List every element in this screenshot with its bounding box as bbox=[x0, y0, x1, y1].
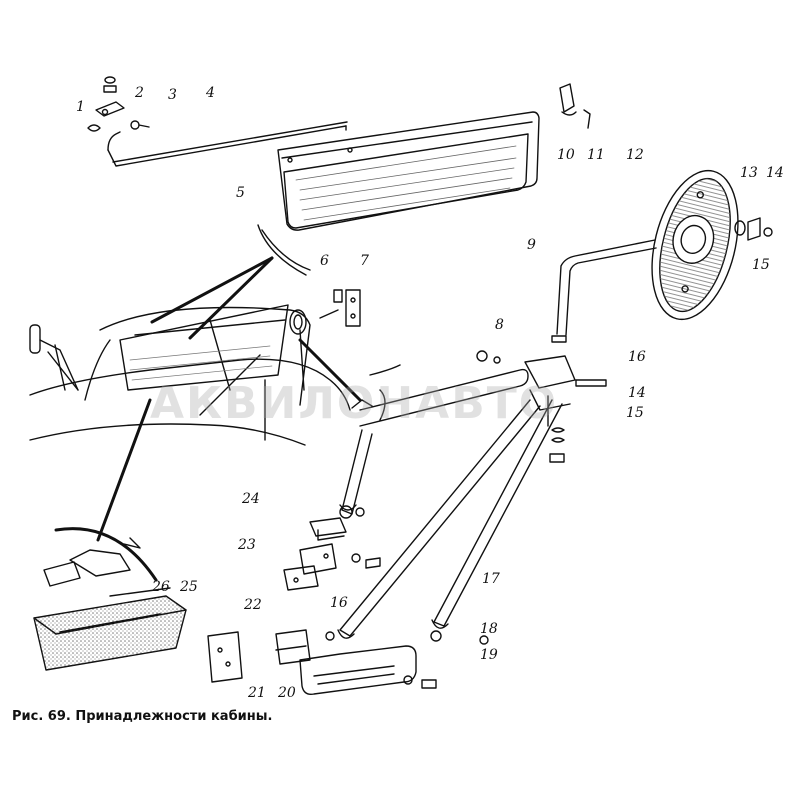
part-label-12: 12 bbox=[626, 147, 644, 163]
part-label-21: 21 bbox=[248, 685, 266, 701]
part-label-18: 18 bbox=[480, 621, 498, 637]
part-label-4: 4 bbox=[206, 85, 215, 101]
part-label-10: 10 bbox=[557, 147, 575, 163]
part-label-14-top: 14 bbox=[766, 165, 784, 181]
part-label-5: 5 bbox=[236, 185, 245, 201]
part-label-25: 25 bbox=[180, 579, 198, 595]
mirror-assembly bbox=[551, 169, 773, 343]
part-label-16-top: 16 bbox=[628, 349, 646, 365]
watermark: АКВИЛОНАВТО bbox=[150, 378, 559, 429]
part-label-6: 6 bbox=[320, 253, 329, 269]
part-label-11: 11 bbox=[587, 147, 605, 163]
part-label-9: 9 bbox=[527, 237, 536, 253]
part-label-15-top: 15 bbox=[752, 257, 770, 273]
part-label-20: 20 bbox=[278, 685, 296, 701]
part-label-23: 23 bbox=[238, 537, 256, 553]
part-label-24: 24 bbox=[242, 491, 260, 507]
bracket-set bbox=[207, 505, 437, 696]
part-label-16-bottom: 16 bbox=[330, 595, 348, 611]
tray-assembly bbox=[33, 527, 187, 671]
bracket-6-7 bbox=[319, 289, 361, 327]
part-label-7: 7 bbox=[360, 253, 369, 269]
part-label-22: 22 bbox=[244, 597, 262, 613]
part-label-8: 8 bbox=[495, 317, 504, 333]
cab-outline bbox=[29, 224, 401, 549]
figure-caption: Рис. 69. Принадлежности кабины. bbox=[12, 709, 273, 724]
sun-visor-assembly bbox=[87, 76, 591, 231]
part-label-2: 2 bbox=[135, 85, 144, 101]
support-rods bbox=[325, 350, 607, 645]
part-label-13: 13 bbox=[740, 165, 758, 181]
part-label-26: 26 bbox=[152, 579, 170, 595]
part-label-17: 17 bbox=[482, 571, 500, 587]
part-label-15-bottom: 15 bbox=[626, 405, 644, 421]
part-label-1: 1 bbox=[76, 99, 85, 115]
part-label-19: 19 bbox=[480, 647, 498, 663]
part-label-14-bottom: 14 bbox=[628, 385, 646, 401]
part-label-3: 3 bbox=[168, 87, 177, 103]
